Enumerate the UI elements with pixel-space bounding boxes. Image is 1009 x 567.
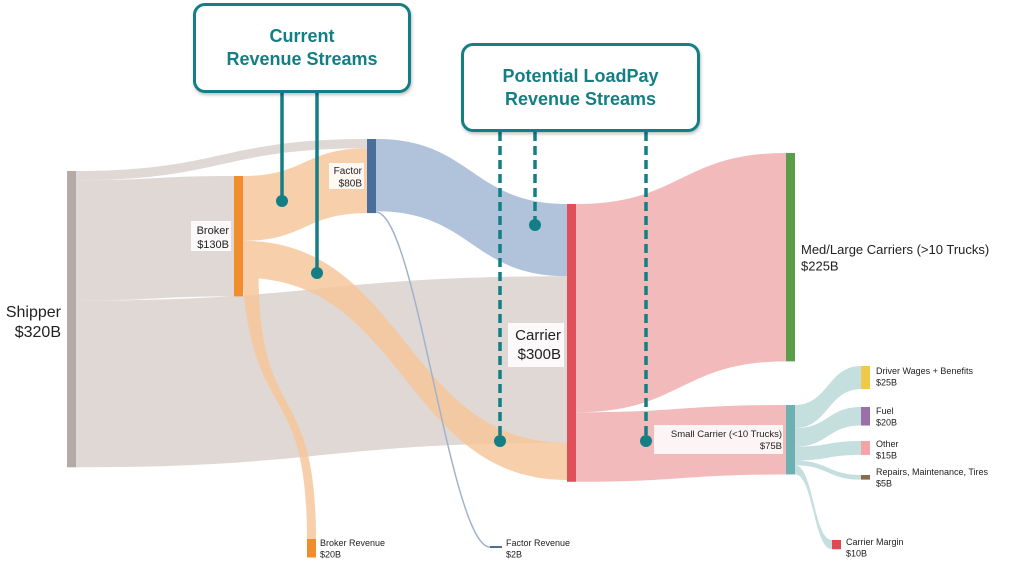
label-repairs: Repairs, Maintenance, Tires$5B — [876, 467, 989, 488]
node-name-text: Broker — [197, 225, 230, 237]
markers-layer — [276, 93, 652, 447]
node-value-text: $80B — [339, 179, 363, 190]
link-small-to-repairs — [795, 460, 861, 480]
labels-layer: Shipper $320B Broker $130B Factor $80B Carrier… — [6, 163, 989, 559]
node-value-text: $225B — [801, 258, 839, 273]
node-name-text: Driver Wages + Benefits — [876, 366, 973, 376]
label-carrier-margin: Carrier Margin$10B — [846, 537, 904, 558]
label-driver-wages: Driver Wages + Benefits$25B — [876, 366, 973, 387]
nodes-layer — [67, 139, 870, 558]
connector-potential-small-carrier — [640, 132, 652, 447]
node-value-text: $20B — [876, 417, 897, 427]
link-carrier-to-med_large — [576, 153, 786, 413]
callout-current-revenue-streams: Current Revenue Streams — [193, 3, 411, 93]
node-value-text: $5B — [876, 478, 892, 488]
label-small: Small Carrier (<10 Trucks)$75B — [654, 425, 783, 454]
link-factor-to-carrier — [376, 139, 567, 277]
node-name-text: Med/Large Carriers (>10 Trucks) — [801, 242, 989, 257]
node-value-text: $15B — [876, 450, 897, 460]
node-name-text: Repairs, Maintenance, Tires — [876, 467, 989, 477]
label-broker-revenue: Broker Revenue$20B — [320, 538, 385, 559]
node-small — [786, 405, 795, 475]
node-med-large — [786, 153, 795, 362]
node-value-text: $25B — [876, 377, 897, 387]
callout-current-line2: Revenue Streams — [226, 49, 378, 69]
node-name-text: Factor Revenue — [506, 538, 570, 548]
node-name-text: Small Carrier (<10 Trucks) — [671, 429, 782, 440]
link-small-to-driver_wages — [795, 366, 861, 429]
link-broker-to-carrier — [243, 240, 567, 480]
node-shipper — [67, 171, 76, 468]
label-factor-revenue: Factor Revenue$2B — [506, 538, 570, 559]
callout-potential-revenue-streams: Potential LoadPay Revenue Streams — [461, 43, 700, 132]
link-factor-to-factor_revenue — [375, 211, 491, 548]
node-name-text: Other — [876, 439, 899, 449]
node-value-text: $320B — [15, 324, 61, 341]
node-broker — [234, 176, 243, 297]
node-value-text: $2B — [506, 549, 522, 559]
node-carrier-margin — [832, 540, 841, 550]
connector-dot — [276, 195, 288, 207]
connector-potential-factor-carrier — [529, 132, 541, 231]
node-fuel — [861, 407, 870, 426]
label-broker: Broker $130B — [191, 221, 231, 251]
link-shipper-to-broker — [76, 176, 234, 301]
label-bg — [191, 221, 231, 251]
link-small-to-other — [795, 441, 861, 461]
node-value-text: $10B — [846, 548, 867, 558]
links-layer — [76, 139, 861, 550]
node-carrier — [567, 204, 576, 482]
label-med-large: Med/Large Carriers (>10 Trucks)$225B — [801, 242, 989, 273]
callout-potential-line1: Potential LoadPay — [502, 65, 659, 86]
connector-dot — [494, 435, 506, 447]
label-bg — [654, 425, 783, 454]
link-broker-to-factor — [243, 148, 367, 241]
label-fuel: Fuel$20B — [876, 406, 897, 427]
node-other — [861, 441, 870, 455]
link-shipper-to-factor — [76, 139, 367, 181]
connector-potential-shipper-carrier — [494, 132, 506, 447]
node-factor — [367, 139, 376, 214]
node-name-text: Fuel — [876, 406, 894, 416]
connector-dot — [311, 267, 323, 279]
callout-potential-line2: Revenue Streams — [504, 88, 657, 109]
connector-dot — [640, 435, 652, 447]
node-name-text: Broker Revenue — [320, 538, 385, 548]
node-value-text: $300B — [518, 346, 561, 363]
node-name-text: Factor — [334, 166, 363, 177]
connector-dot — [529, 219, 541, 231]
callout-current-line1: Current — [269, 26, 335, 46]
node-name-text: Shipper — [6, 304, 62, 321]
label-shipper: Shipper $320B — [6, 304, 62, 341]
node-value-text: $130B — [197, 239, 229, 251]
node-name-text: Carrier Margin — [846, 537, 904, 547]
node-driver-wages — [861, 366, 870, 390]
label-bg — [508, 323, 564, 367]
node-broker-revenue — [307, 539, 316, 558]
connector-current-broker-carrier — [311, 93, 323, 279]
node-factor-revenue — [490, 546, 502, 548]
node-name-text: Carrier — [515, 327, 561, 344]
node-value-text: $75B — [760, 441, 782, 452]
label-factor: Factor $80B — [329, 163, 364, 190]
label-bg — [329, 163, 364, 189]
node-repairs — [861, 475, 870, 480]
connector-current-broker-factor — [276, 93, 288, 207]
link-small-to-carrier_margin — [795, 465, 832, 550]
link-broker-to-broker_revenue — [242, 277, 316, 539]
label-other: Other$15B — [876, 439, 899, 460]
node-value-text: $20B — [320, 549, 341, 559]
label-carrier: Carrier $300B — [508, 323, 564, 367]
link-small-to-fuel — [795, 407, 861, 447]
